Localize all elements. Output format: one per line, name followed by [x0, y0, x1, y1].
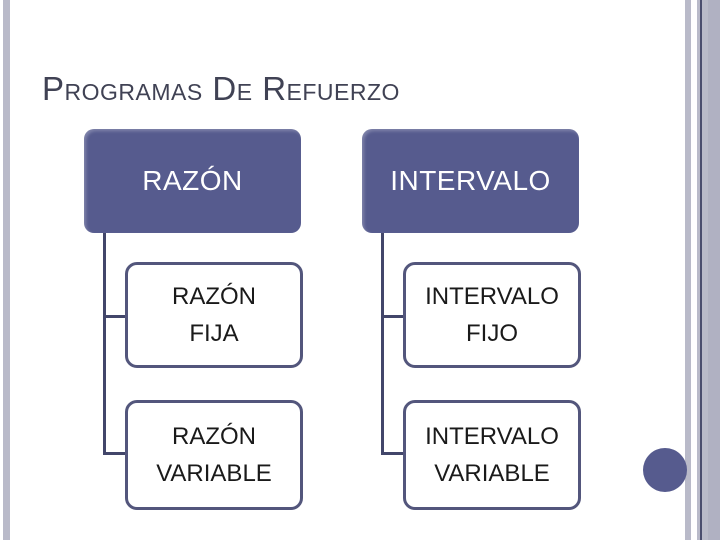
connector-vline-razon	[103, 233, 106, 455]
right-edge-stripe-3	[702, 0, 708, 540]
decorative-circle	[643, 448, 687, 492]
header-label-razon: RAZÓN	[142, 165, 243, 196]
header-label-intervalo: INTERVALO	[390, 165, 551, 196]
child-label-razon-variable: RAZÓN VARIABLE	[156, 423, 272, 487]
connector-stub-intervalo-fijo	[381, 315, 406, 318]
child-box-razon-fija: RAZÓN FIJA	[125, 262, 303, 368]
connector-stub-razon-variable	[103, 452, 128, 455]
connector-vline-intervalo	[381, 233, 384, 455]
child-label-intervalo-variable: INTERVALO VARIABLE	[425, 423, 559, 487]
child-label-intervalo-fijo: INTERVALO FIJO	[425, 283, 559, 347]
header-box-razon: RAZÓN	[84, 129, 301, 233]
child-box-intervalo-variable: INTERVALO VARIABLE	[403, 400, 581, 510]
slide-title: Programas De Refuerzo	[42, 70, 400, 107]
child-label-razon-fija: RAZÓN FIJA	[172, 283, 256, 347]
right-edge-stripe-1	[685, 0, 691, 540]
header-box-intervalo: INTERVALO	[362, 129, 579, 233]
right-edge-stripe-dark-line	[700, 0, 702, 540]
child-box-intervalo-fijo: INTERVALO FIJO	[403, 262, 581, 368]
left-edge-stripe	[3, 0, 10, 540]
connector-stub-intervalo-variable	[381, 452, 406, 455]
right-edge-stripe-4	[708, 0, 720, 540]
child-box-razon-variable: RAZÓN VARIABLE	[125, 400, 303, 510]
right-edge-stripe-2	[697, 0, 700, 540]
connector-stub-razon-fija	[103, 315, 128, 318]
